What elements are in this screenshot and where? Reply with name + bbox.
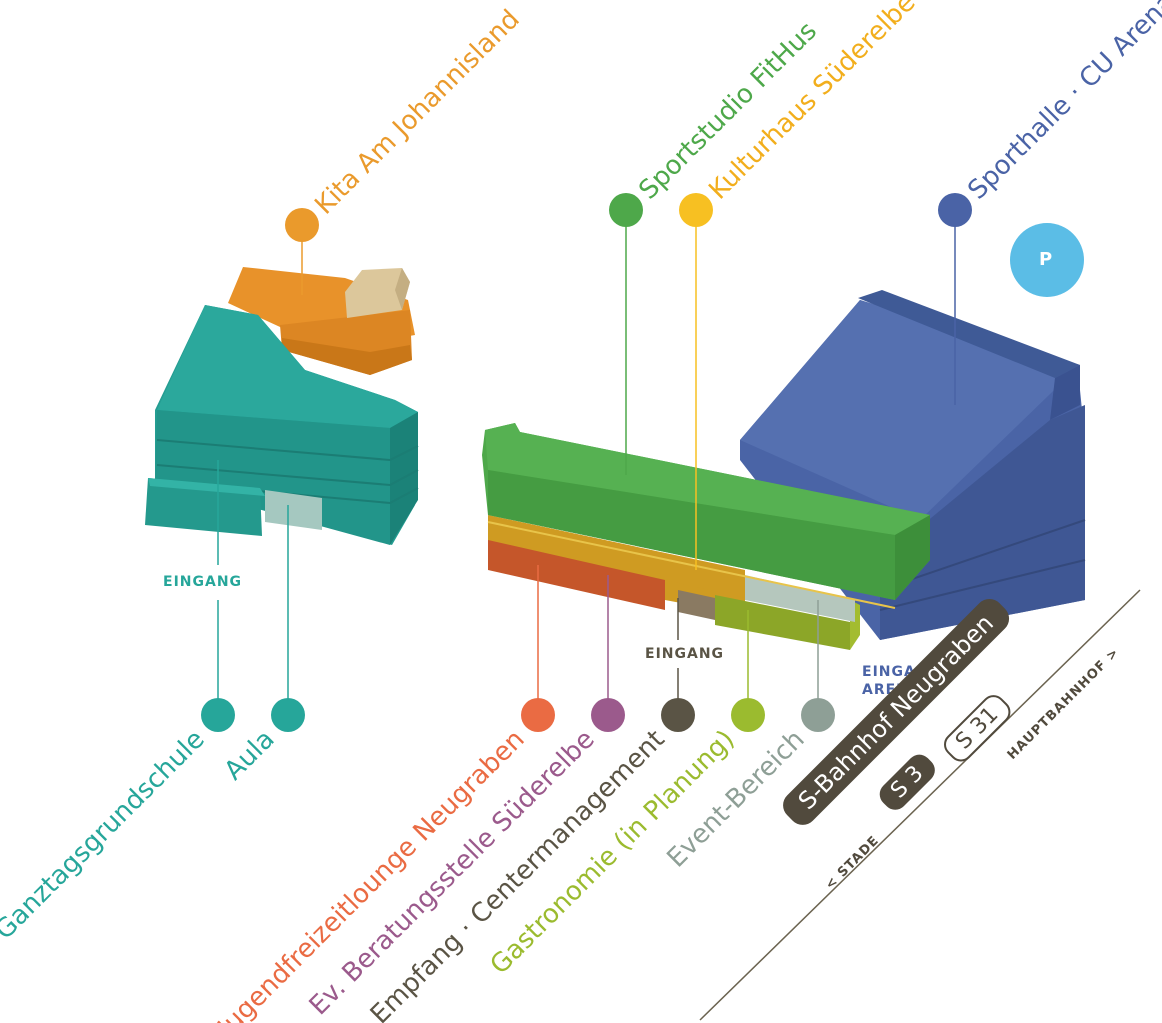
kita-marker[interactable] bbox=[285, 208, 319, 242]
ganztag-marker[interactable] bbox=[201, 698, 235, 732]
kulturhaus-marker[interactable] bbox=[679, 193, 713, 227]
event-marker[interactable] bbox=[801, 698, 835, 732]
parking-label: P bbox=[1039, 249, 1053, 270]
arena-building bbox=[740, 290, 1086, 640]
gastro-marker[interactable] bbox=[731, 698, 765, 732]
aula-marker[interactable] bbox=[271, 698, 305, 732]
school-entrance-label: EINGANG bbox=[163, 574, 243, 590]
sporthalle-marker[interactable] bbox=[938, 193, 972, 227]
railway-line bbox=[699, 589, 1141, 1021]
parking-icon bbox=[1010, 223, 1084, 297]
center-entrance-label: EINGANG bbox=[645, 646, 725, 662]
empfang-marker[interactable] bbox=[661, 698, 695, 732]
school-building bbox=[145, 305, 419, 545]
sportstudio-marker[interactable] bbox=[609, 193, 643, 227]
center-building bbox=[482, 423, 930, 650]
beratung-marker[interactable] bbox=[591, 698, 625, 732]
kita-building bbox=[228, 267, 415, 375]
jugend-marker[interactable] bbox=[521, 698, 555, 732]
connector-lines bbox=[217, 212, 956, 700]
